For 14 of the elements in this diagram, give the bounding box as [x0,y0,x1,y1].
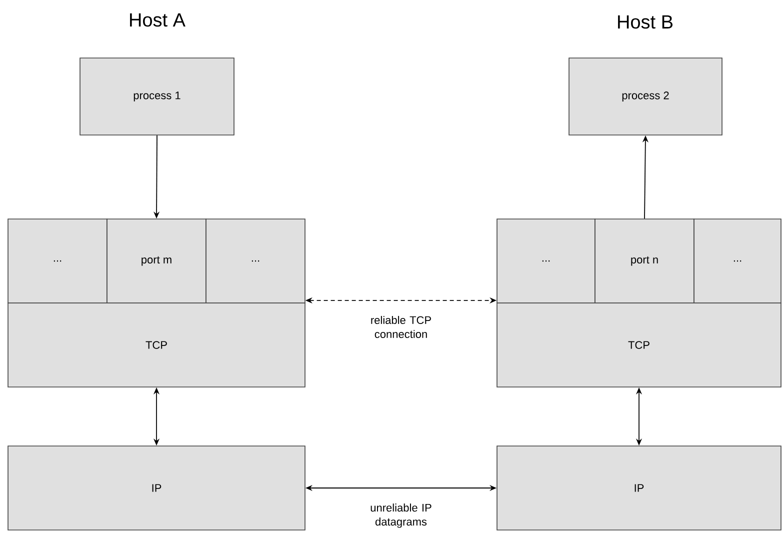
layer-box: IP [8,446,306,530]
host-heading: Host B [618,15,672,29]
process-box: process 1 [80,58,234,136]
port-cell: ... [496,218,596,304]
layer-box: IP [496,446,782,530]
host-heading: Host A [130,13,186,27]
edge-label: unreliable IP datagrams [370,504,432,528]
port-cell: port n [594,218,694,304]
port-cell: ... [8,218,108,304]
port-cell: port m [106,218,206,304]
port-cell: ... [694,218,782,304]
port-cell: ... [206,218,306,304]
edge-label: reliable TCP connection [371,316,431,338]
process-box: process 2 [568,58,722,136]
